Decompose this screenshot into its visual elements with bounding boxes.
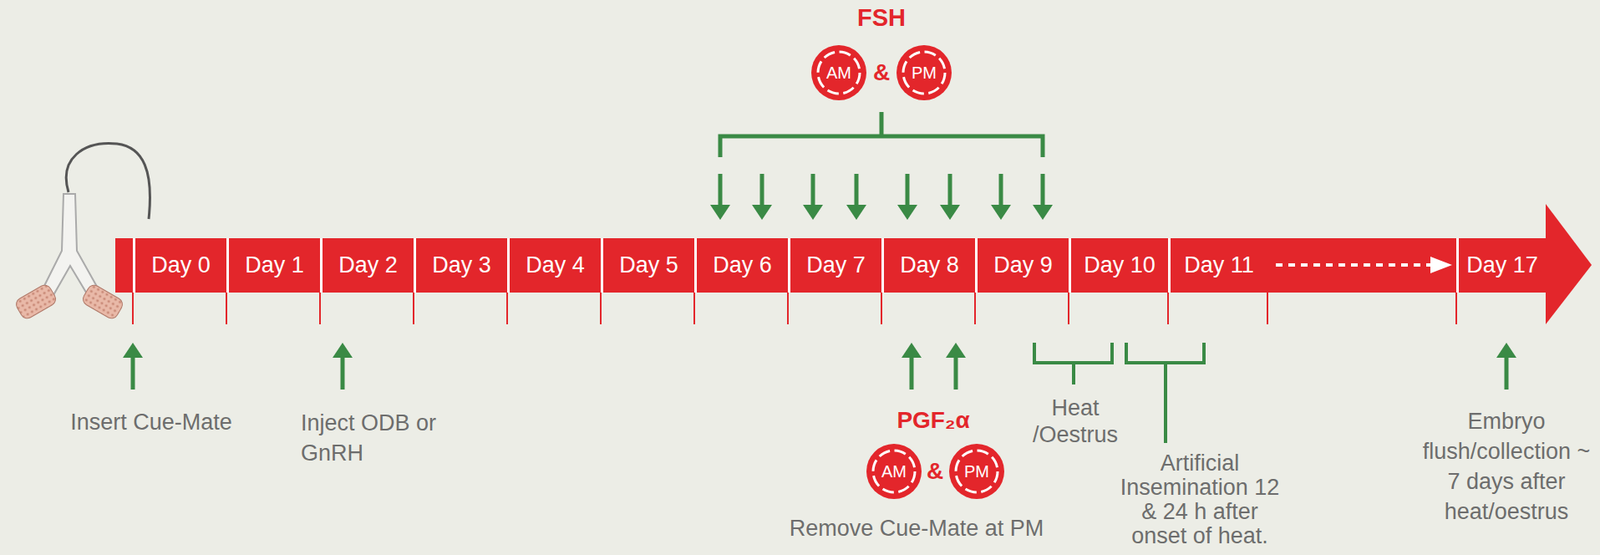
cue-mate-device: [14, 143, 151, 321]
fsh-arrows: [710, 173, 1053, 220]
arrow-head: [945, 342, 966, 358]
day-cell: Day 8: [881, 238, 976, 293]
annotation-text: PGF₂α: [896, 406, 970, 435]
day-label: Day 2: [338, 252, 398, 279]
arrow-head: [751, 204, 773, 220]
day-cell: Day 9: [975, 238, 1069, 293]
day-label: Day 3: [431, 252, 492, 279]
arrow-shaft: [854, 173, 859, 207]
day-label: Day 7: [806, 252, 866, 279]
fsh-bracket: [720, 111, 1043, 158]
time-circle: PM: [896, 45, 952, 101]
time-circle: AM: [866, 443, 922, 499]
arrow-shaft: [948, 173, 953, 207]
up-arrows: [122, 342, 1517, 390]
arrow-head: [332, 342, 353, 358]
arrow-head: [710, 204, 731, 220]
time-label: AM: [881, 462, 907, 482]
arrow-shaft: [760, 173, 765, 207]
day-label: Day 17: [1466, 252, 1539, 279]
time-label: PM: [911, 63, 937, 83]
gap-arrowhead: [1430, 256, 1453, 274]
dotted-gap: [1275, 263, 1436, 267]
arrow-shaft: [909, 355, 915, 390]
day-label: Day 6: [712, 252, 773, 279]
annotation-text: Inject ODB or GnRH: [300, 407, 443, 468]
arrow-shaft: [340, 355, 346, 390]
arrow-shaft: [811, 173, 816, 207]
arrow-head: [802, 204, 823, 220]
day-cell: Day 11: [1168, 238, 1268, 293]
arrow-shaft: [999, 173, 1004, 207]
day-cell: Day 17: [1456, 238, 1546, 293]
ticks: [132, 292, 1457, 325]
annotation-text: Artificial Insemination 12 & 24 h after …: [1112, 451, 1288, 549]
arrow-head: [939, 204, 960, 220]
day-cell: Day 10: [1068, 238, 1169, 293]
day-label: Day 1: [244, 252, 305, 279]
annotation-text: Embryo flush/collection ~ 7 days after h…: [1418, 406, 1595, 527]
day-label: Day 0: [151, 252, 211, 279]
arrow-shaft: [905, 173, 910, 207]
timeline-arrowhead: [1545, 203, 1592, 325]
annotation-text: Heat /Oestrus: [1012, 394, 1138, 448]
day-cell: Day 7: [787, 238, 882, 293]
day-cell: Day 4: [507, 238, 601, 293]
day-label: Day 11: [1183, 252, 1255, 279]
day-label: Day 8: [899, 252, 960, 279]
day-cell: Day 3: [413, 238, 508, 293]
annotation-text: FSH: [857, 3, 906, 32]
arrow-head: [122, 342, 143, 358]
day-cell: Day 0: [132, 238, 227, 293]
time-circle: PM: [949, 443, 1005, 499]
day-label: Day 5: [619, 252, 679, 279]
arrow-shaft: [1504, 355, 1509, 390]
day-label: Day 10: [1083, 252, 1156, 279]
time-circle: AM: [811, 45, 867, 101]
arrow-head: [901, 342, 922, 358]
arrow-shaft: [718, 173, 723, 207]
arrow-head: [846, 204, 867, 220]
day-cell: Day 1: [226, 238, 320, 293]
annotation-text: &: [873, 58, 890, 87]
arrow-shaft: [131, 355, 136, 390]
annotation-text: Remove Cue-Mate at PM: [789, 513, 1045, 543]
arrow-head: [897, 204, 918, 220]
arrow-head: [1032, 204, 1053, 220]
arrow-shaft: [954, 355, 959, 390]
time-label: AM: [826, 63, 852, 83]
annotation-text: Insert Cue-Mate: [70, 407, 233, 437]
annotation-text: &: [926, 457, 944, 486]
arrow-head: [990, 204, 1011, 220]
arrow-head: [1496, 342, 1517, 358]
band-start: [115, 238, 133, 293]
day-label: Day 9: [993, 252, 1053, 279]
day-cell: Day 2: [320, 238, 414, 293]
day-cell: Day 5: [600, 238, 695, 293]
arrow-shaft: [1041, 173, 1046, 207]
band-gap: [1267, 238, 1457, 293]
day-cell: Day 6: [694, 238, 788, 293]
time-label: PM: [964, 462, 990, 482]
day-label: Day 4: [525, 252, 585, 279]
